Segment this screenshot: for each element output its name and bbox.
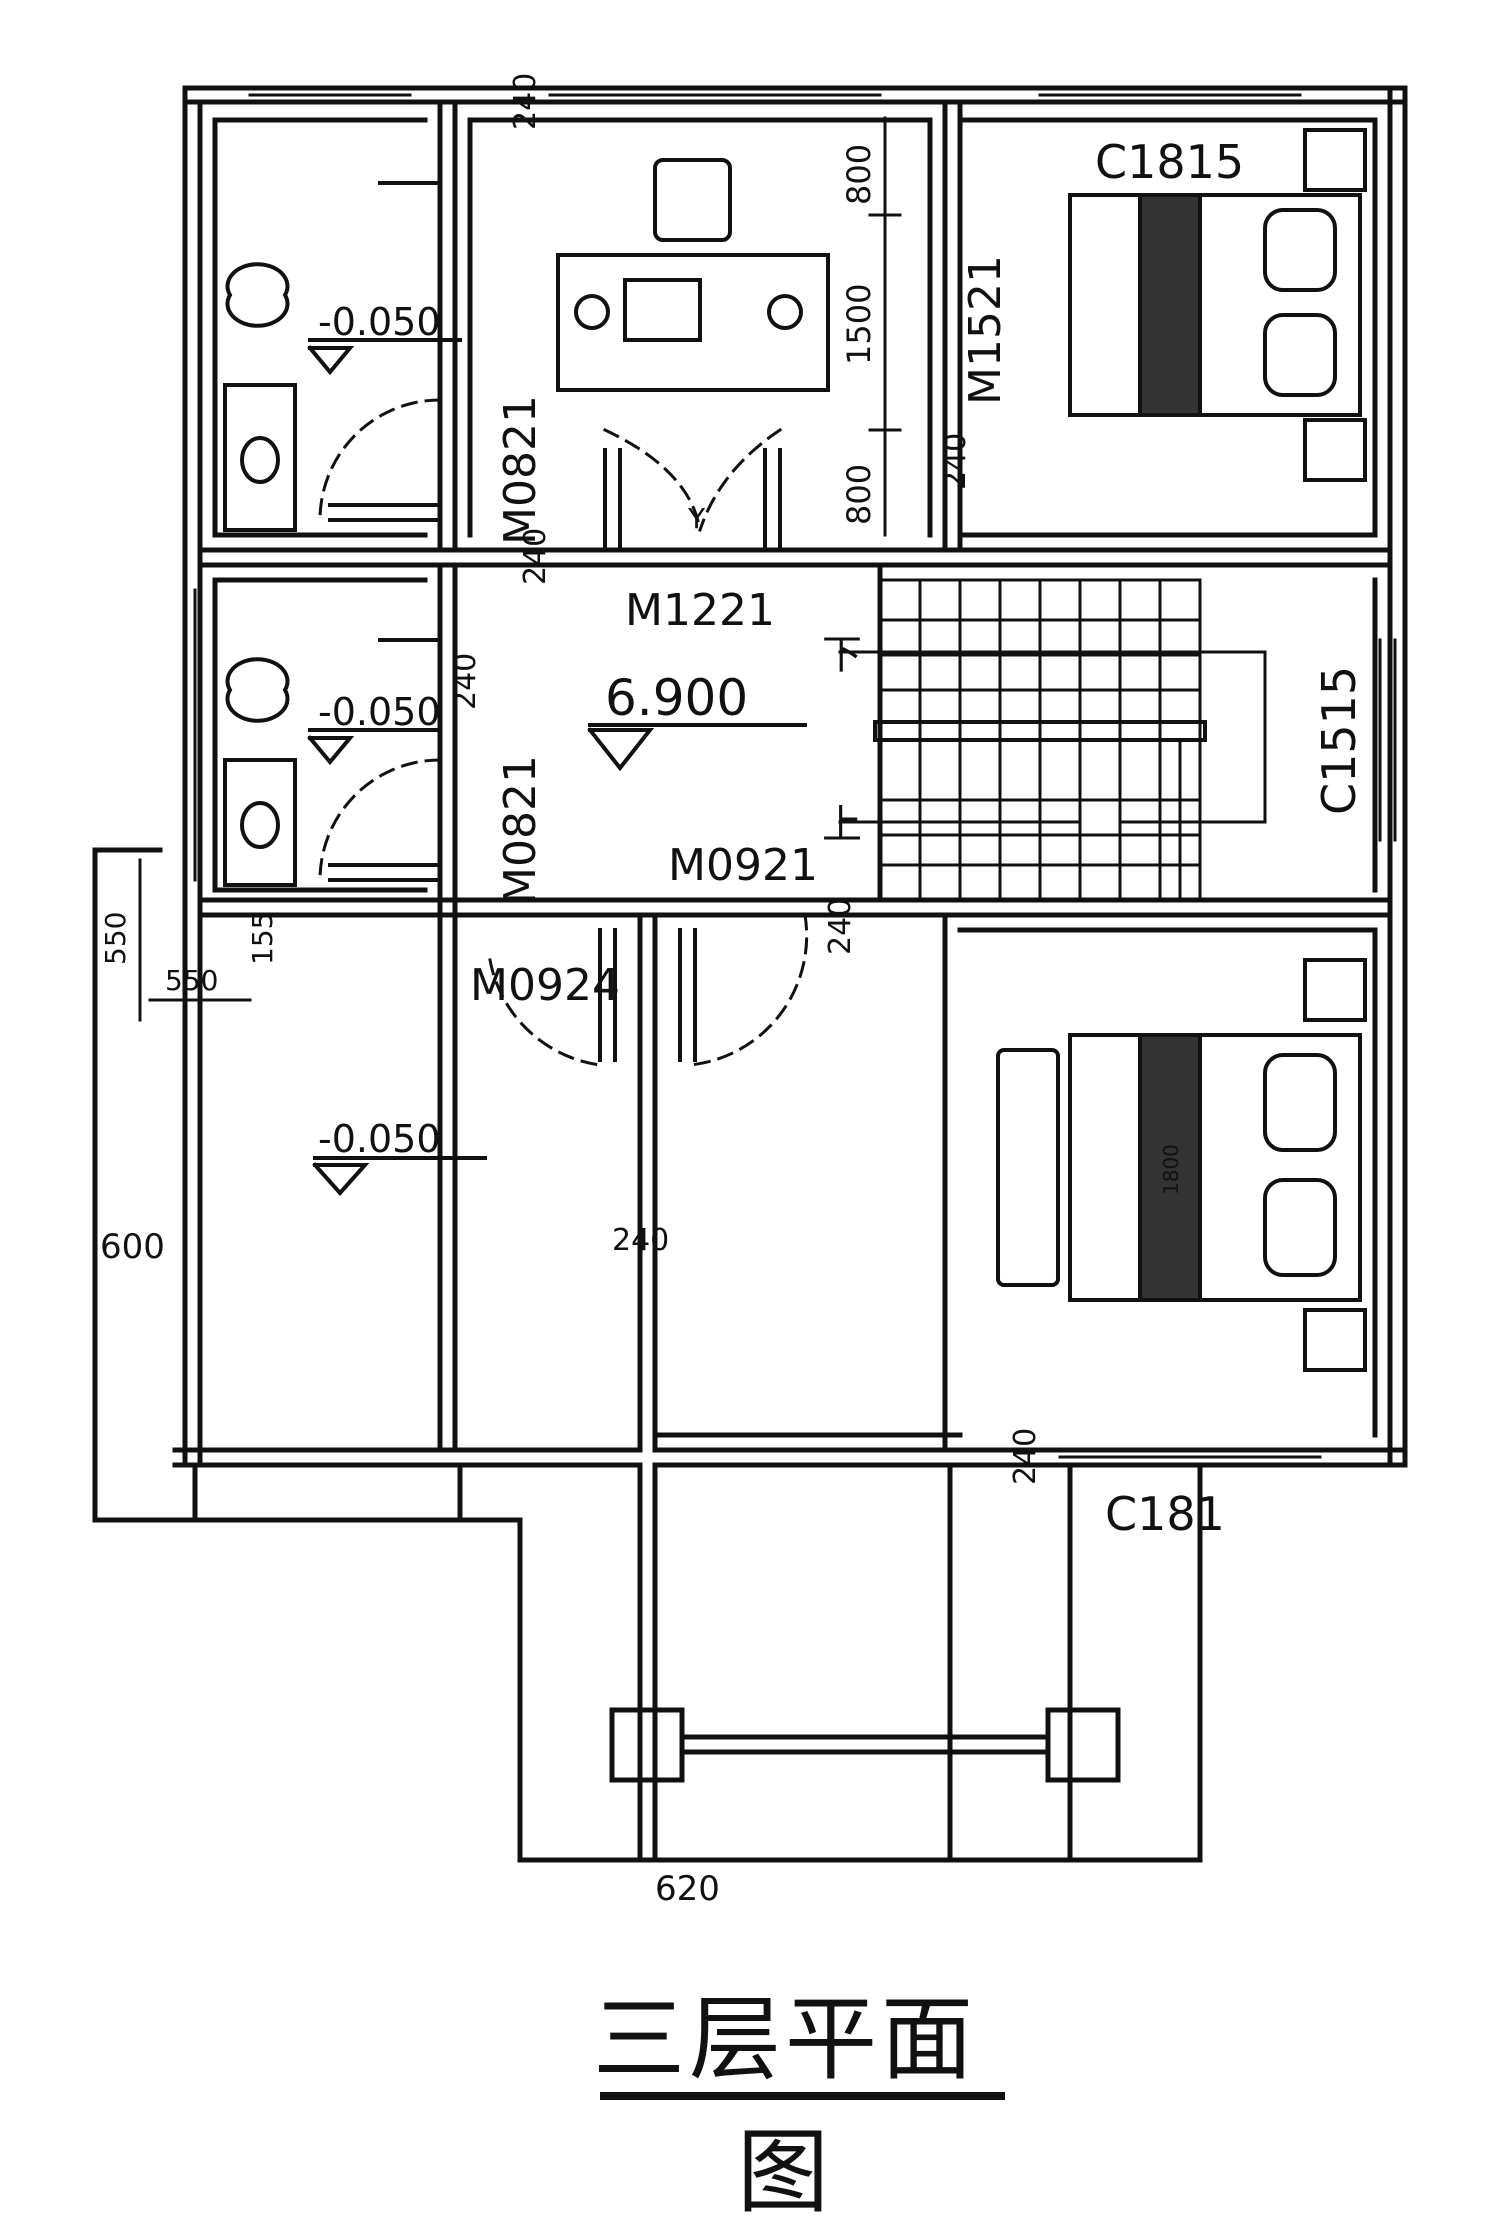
drawing-title: 三层平面图 [592, 1986, 977, 2226]
door-swings [318, 398, 809, 1067]
door-label-stair: M0921 [668, 840, 818, 891]
stair-up-label: 上 [822, 802, 862, 848]
level-terrace: -0.050 [318, 1117, 441, 1161]
bed-size-label: 1800 [1159, 1144, 1183, 1195]
bath-fixtures [223, 181, 442, 887]
dim-wall-240-4: 240 [448, 653, 483, 710]
dimension-lines [138, 116, 902, 1022]
door-label-bath-upper: M0821 [495, 395, 546, 545]
dim-600: 600 [100, 1227, 165, 1267]
bed-lower[interactable] [996, 958, 1367, 1372]
stair-down-label: 下 [822, 632, 862, 678]
level-wc-upper: -0.050 [318, 300, 441, 344]
window-label-bed-lower: C181 [1105, 1487, 1225, 1541]
dim-wall-240-2: 240 [938, 433, 973, 490]
dim-800-top: 800 [840, 144, 878, 205]
dim-wall-240-5: 240 [823, 898, 858, 955]
dim-wall-240-1: 240 [508, 73, 543, 130]
dim-wall-240-6: 240 [612, 1223, 669, 1258]
dim-550-horizontal: 550 [165, 964, 218, 997]
outer-walls [172, 85, 1408, 1468]
study-mark: Y [687, 502, 706, 535]
level-markers [307, 338, 807, 1197]
dim-620: 620 [655, 1869, 720, 1909]
bed-upper[interactable] [1068, 128, 1367, 482]
door-label-study: M1221 [625, 585, 775, 636]
door-label-bath-lower: M0821 [495, 755, 546, 905]
staircase [838, 578, 1267, 902]
dim-wall-240-7: 240 [1008, 1428, 1043, 1485]
labels: -0.050 -0.050 6.900 -0.050 M1221 M0921 M… [99, 73, 1366, 1909]
terrace-outline [92, 847, 1203, 1863]
floor-plan: -0.050 -0.050 6.900 -0.050 M1221 M0921 M… [92, 73, 1408, 1909]
window-label-stair: C1515 [1312, 666, 1366, 815]
door-label-bed-upper: M1521 [960, 255, 1011, 405]
toilets[interactable] [225, 262, 290, 723]
dim-wall-240-3: 240 [518, 528, 553, 585]
window-label-bed-upper: C1815 [1095, 135, 1244, 189]
dim-550-vertical: 550 [99, 912, 132, 965]
windows [193, 93, 1397, 1459]
dim-155: 155 [246, 912, 279, 965]
level-wc-lower: -0.050 [318, 690, 441, 734]
title-underline [600, 2092, 1005, 2100]
door-leaves [328, 448, 782, 1062]
dim-1500: 1500 [840, 284, 878, 365]
door-label-terrace: M0924 [470, 960, 620, 1011]
study-furniture[interactable] [556, 158, 830, 392]
dim-800-bottom: 800 [840, 464, 878, 525]
level-hall: 6.900 [605, 669, 748, 727]
